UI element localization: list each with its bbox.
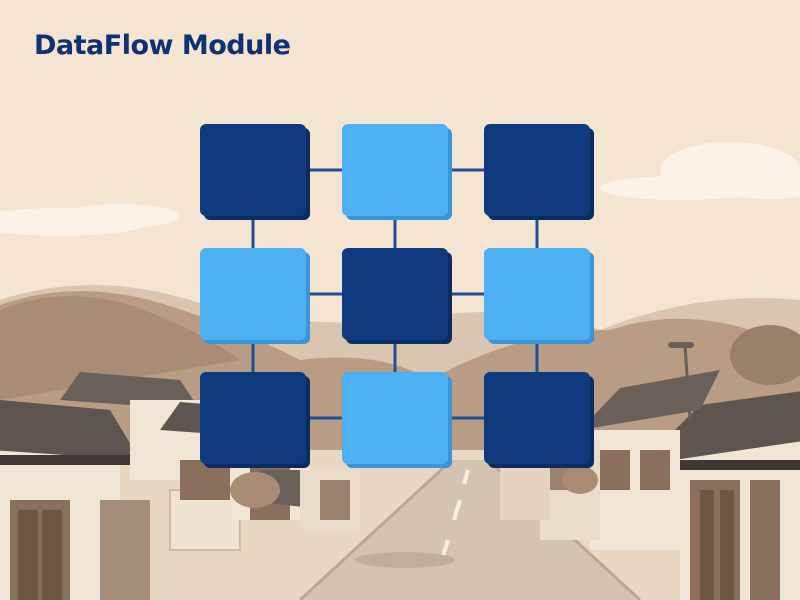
- block-2-1-face: [200, 248, 306, 340]
- block-1-1-face: [200, 124, 306, 216]
- block-2-3: [484, 248, 594, 344]
- block-2-3-face: [484, 248, 590, 340]
- block-3-1: [200, 372, 310, 468]
- block-2-1: [200, 248, 310, 344]
- bush-mid: [562, 466, 598, 494]
- left-mountain: [0, 296, 240, 400]
- block-3-2-face: [342, 372, 448, 464]
- page-title: DataFlow Module: [34, 30, 291, 61]
- block-3-2: [342, 372, 452, 468]
- block-1-3: [484, 124, 594, 220]
- road-shadow: [355, 552, 455, 568]
- block-2-2-face: [342, 248, 448, 340]
- block-3-3: [484, 372, 594, 468]
- block-1-1: [200, 124, 310, 220]
- cloud-left: [0, 204, 180, 236]
- right-houses: [500, 342, 800, 600]
- block-3-1-face: [200, 372, 306, 464]
- block-1-2-face: [342, 124, 448, 216]
- block-1-3-face: [484, 124, 590, 216]
- block-1-2: [342, 124, 452, 220]
- bush-right: [730, 325, 800, 385]
- bush-left: [230, 472, 280, 508]
- block-2-2: [342, 248, 452, 344]
- cloud-right: [600, 142, 800, 200]
- block-3-3-face: [484, 372, 590, 464]
- module-blocks: [200, 124, 594, 468]
